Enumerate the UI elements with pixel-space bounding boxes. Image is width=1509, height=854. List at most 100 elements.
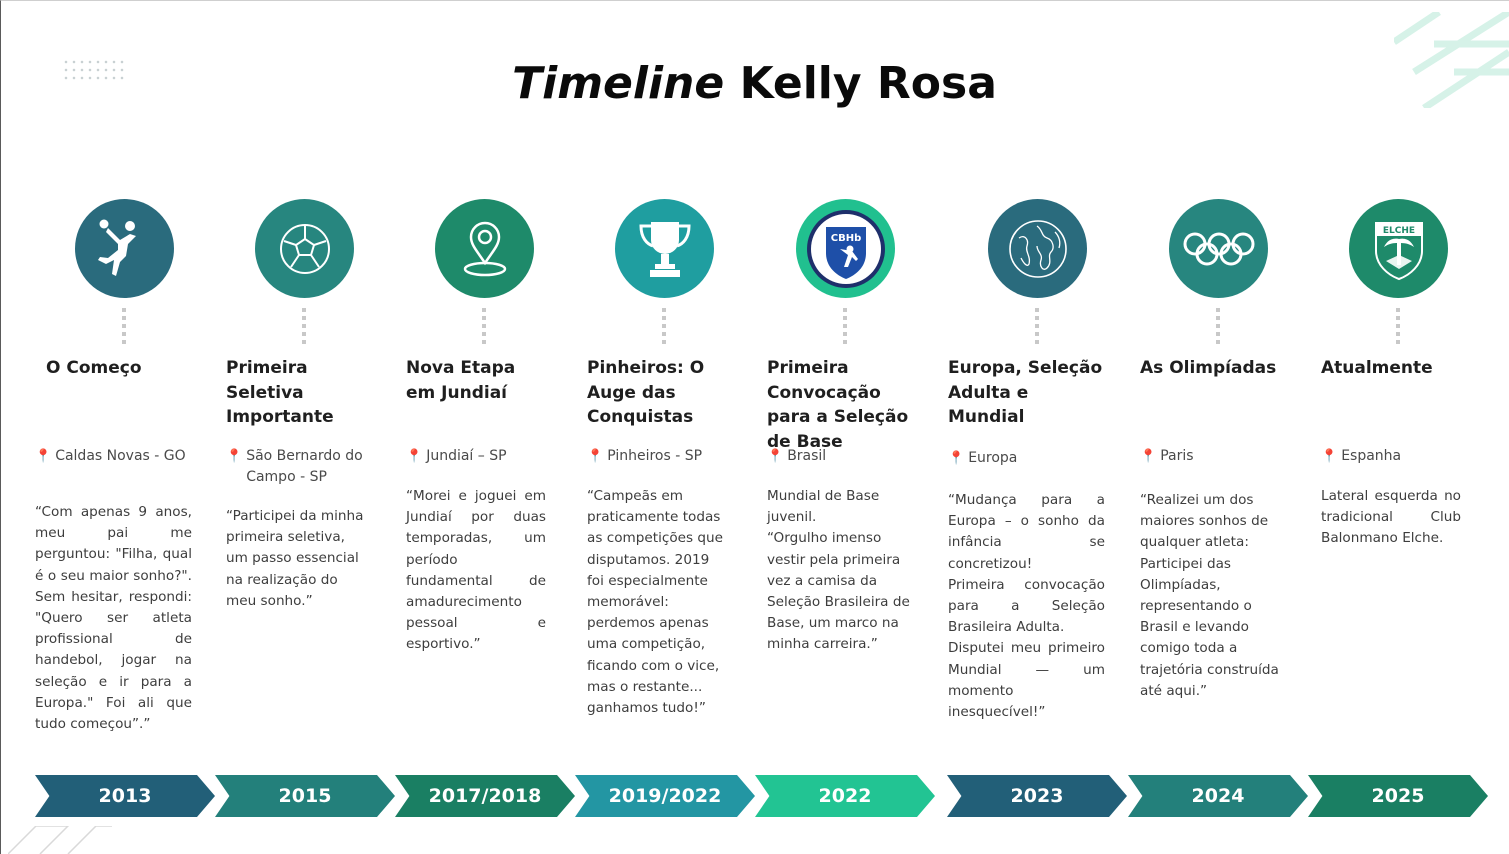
event-description-line: “Realizei um dos maiores sonhos de qualq…	[1140, 492, 1279, 699]
event-description: “Morei e joguei em Jundiaí por duas temp…	[406, 486, 546, 656]
handball-player-icon	[90, 214, 160, 284]
year-arrow: 2023	[947, 775, 1127, 817]
event-heading: Pinheiros: O Auge das Conquistas	[587, 358, 705, 427]
year-label: 2013	[98, 785, 152, 807]
ball-icon	[277, 221, 333, 277]
year-label: 2023	[1010, 785, 1064, 807]
event-location-text: Jundiaí – SP	[426, 448, 507, 464]
handball-player-badge	[75, 199, 174, 298]
event-location: 📍Espanha	[1321, 446, 1469, 467]
event-location-text: Europa	[968, 450, 1018, 466]
year-label: 2017/2018	[428, 785, 542, 807]
timeline-connector	[662, 308, 666, 344]
event-description-line: Lateral esquerda no tradicional Club Bal…	[1321, 488, 1461, 547]
event-description: Lateral esquerda no tradicional Club Bal…	[1321, 486, 1461, 550]
pin-icon: 📍	[226, 449, 243, 464]
olympic-rings-badge	[1169, 199, 1268, 298]
event-heading: O Começo	[46, 358, 142, 378]
event-heading: As Olimpíadas	[1140, 358, 1277, 378]
globe-icon	[1007, 218, 1069, 280]
year-label: 2019/2022	[608, 785, 722, 807]
event-description-line: “Com apenas 9 anos, meu pai me perguntou…	[35, 504, 192, 733]
year-arrow: 2022	[755, 775, 935, 817]
event-description: Mundial de Base juvenil. “Orgulho imenso …	[767, 486, 911, 656]
event-description: “Realizei um dos maiores sonhos de qualq…	[1140, 490, 1280, 702]
event-location: 📍Pinheiros - SP	[587, 446, 737, 467]
event-description-line: “Campeãs em praticamente todas as compet…	[587, 488, 724, 717]
elche-crest-badge: ELCHE	[1349, 199, 1448, 298]
year-arrow: 2015	[215, 775, 395, 817]
event-heading: Atualmente	[1321, 358, 1433, 378]
timeline-connector	[1216, 308, 1220, 344]
trophy-icon	[635, 218, 695, 280]
dot-pattern-decoration	[62, 58, 128, 84]
pin-icon: 📍	[587, 449, 604, 464]
event-location-text: Caldas Novas - GO	[55, 448, 186, 464]
title-italic: Timeline	[512, 58, 725, 109]
event-location: 📍Jundiaí – SP	[406, 446, 554, 467]
event-heading: Primeira Seletiva Importante	[226, 358, 334, 427]
ball-badge	[255, 199, 354, 298]
event-location: 📍São Bernardo do Campo - SP	[226, 446, 376, 488]
event-description-line: “Mudança para a Europa – o sonho da infâ…	[948, 492, 1105, 572]
event-description: “Campeãs em praticamente todas as compet…	[587, 486, 729, 719]
globe-badge	[988, 199, 1087, 298]
year-arrow: 2024	[1128, 775, 1308, 817]
event-description-line: Disputei meu primeiro Mundial — um momen…	[948, 640, 1105, 721]
svg-text:ELCHE: ELCHE	[1382, 226, 1414, 236]
timeline-connector	[482, 308, 486, 344]
event-description-line: Mundial de Base juvenil.	[767, 488, 880, 526]
event-location-text: Brasil	[787, 448, 827, 464]
pin-icon: 📍	[35, 449, 52, 464]
year-label: 2024	[1191, 785, 1245, 807]
event-location: 📍Paris	[1140, 446, 1288, 467]
svg-text:CBHb: CBHb	[830, 233, 861, 244]
timeline-connector	[1035, 308, 1039, 344]
elche-crest-icon: ELCHE	[1370, 217, 1428, 281]
year-label: 2022	[818, 785, 872, 807]
location-pin-badge	[435, 199, 534, 298]
year-label: 2015	[278, 785, 332, 807]
event-location: 📍Caldas Novas - GO	[35, 446, 200, 467]
event-heading: Nova Etapa em Jundiaí	[406, 358, 516, 403]
year-label: 2025	[1371, 785, 1425, 807]
page-title: Timeline Kelly Rosa	[0, 58, 1509, 109]
year-arrow: 2025	[1308, 775, 1488, 817]
pin-icon: 📍	[1140, 449, 1157, 464]
lines-decoration-icon	[8, 826, 112, 854]
olympic-rings-icon	[1181, 229, 1257, 269]
location-pin-icon	[459, 219, 511, 279]
event-description: “Mudança para a Europa – o sonho da infâ…	[948, 490, 1105, 723]
pin-icon: 📍	[767, 449, 784, 464]
event-description-line: “Participei da minha primeira seletiva, …	[226, 508, 364, 609]
year-arrow: 2019/2022	[575, 775, 755, 817]
event-description-line: Primeira convocação para a Seleção Brasi…	[948, 576, 1105, 636]
title-name: Kelly Rosa	[739, 58, 997, 109]
timeline-connector	[1396, 308, 1400, 344]
trophy-badge	[615, 199, 714, 298]
stripes-decoration-icon	[1394, 12, 1509, 108]
year-arrow: 2017/2018	[395, 775, 575, 817]
event-heading: Primeira Convocação para a Seleção de Ba…	[767, 358, 909, 452]
pin-icon: 📍	[948, 451, 965, 466]
event-location-text: Paris	[1160, 448, 1194, 464]
pin-icon: 📍	[406, 449, 423, 464]
event-location-text: São Bernardo do Campo - SP	[246, 448, 363, 485]
timeline-connector	[302, 308, 306, 344]
event-description-line: “Morei e joguei em Jundiaí por duas temp…	[406, 488, 546, 653]
event-location-text: Pinheiros - SP	[607, 448, 703, 464]
event-description: “Participei da minha primeira seletiva, …	[226, 506, 368, 612]
event-location: 📍Brasil	[767, 446, 919, 467]
timeline-connector	[122, 308, 126, 344]
year-arrow: 2013	[35, 775, 215, 817]
event-description-line: “Orgulho imenso vestir pela primeira vez…	[767, 530, 910, 653]
cbhb-logo-badge: CBHb	[796, 199, 895, 298]
pin-icon: 📍	[1321, 449, 1338, 464]
event-heading: Europa, Seleção Adulta e Mundial	[948, 358, 1103, 427]
event-description: “Com apenas 9 anos, meu pai me perguntou…	[35, 502, 192, 735]
event-location-text: Espanha	[1341, 448, 1402, 464]
cbhb-logo-icon: CBHb	[800, 203, 892, 295]
timeline-connector	[843, 308, 847, 344]
event-location: 📍Europa	[948, 448, 1113, 469]
